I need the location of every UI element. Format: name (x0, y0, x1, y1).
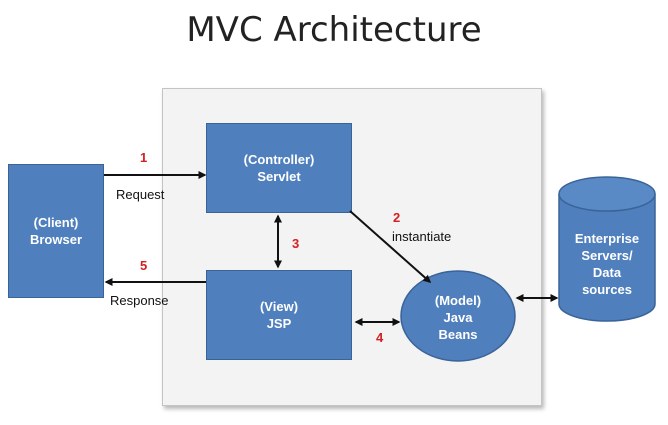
model-text: (Model) Java Beans (405, 288, 511, 346)
view-label-1: (View) (259, 299, 299, 314)
browser-label-2: Browser (29, 232, 83, 247)
diagram-title: MVC Architecture (186, 10, 482, 50)
browser-label-1: (Client) (33, 215, 79, 230)
step-5-label: Response (110, 293, 169, 308)
model-label-1: (Model) (434, 292, 482, 308)
enterprise-text: Enterprise Servers/ Data sources (559, 224, 655, 304)
browser-box: (Client) Browser (8, 164, 104, 298)
step-1-label: Request (116, 187, 165, 202)
model-label-3: Beans (438, 326, 478, 342)
enterprise-label-1: Enterprise (574, 231, 640, 246)
step-5-number: 5 (140, 258, 148, 273)
enterprise-label-2: Servers/ (581, 248, 633, 263)
step-1-number: 1 (140, 150, 148, 165)
step-2-number: 2 (393, 210, 401, 225)
model-label-2: Java (443, 309, 473, 325)
view-box: (View) JSP (206, 270, 352, 360)
controller-box: (Controller) Servlet (206, 123, 352, 213)
enterprise-cylinder (558, 176, 656, 322)
step-3-number: 3 (292, 236, 300, 251)
controller-label-2: Servlet (257, 169, 301, 184)
enterprise-label-3: Data (592, 265, 622, 280)
arrow-instantiate (349, 210, 432, 283)
controller-label-1: (Controller) (243, 152, 315, 167)
step-2-label: instantiate (392, 229, 452, 244)
step-4-number: 4 (376, 330, 384, 345)
model-ellipse (400, 270, 516, 362)
view-label-2: JSP (266, 316, 292, 331)
enterprise-label-4: sources (582, 282, 632, 297)
